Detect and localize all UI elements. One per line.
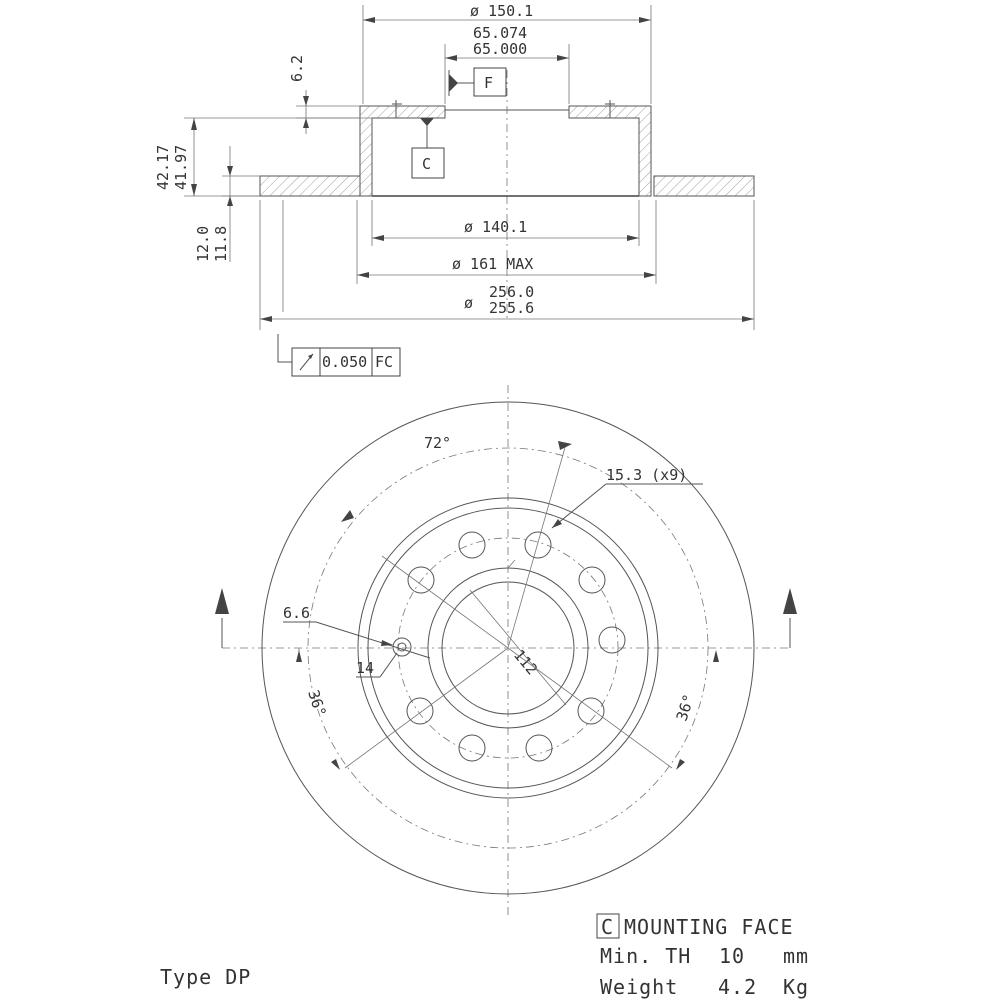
small-hole-offset: 14: [356, 659, 374, 677]
dim-dia-256-min: 255.6: [489, 299, 534, 317]
bolt-hole: [407, 566, 435, 594]
dim-disc-thick-min: 11.8: [212, 226, 230, 262]
locating-hole-inner: [397, 642, 407, 652]
note-weight-unit: Kg: [783, 975, 809, 999]
bolt-hole: [458, 734, 486, 762]
disc-right-ring: [653, 175, 755, 197]
datum-c-label: C: [422, 155, 431, 173]
dim-bore-min: 65.000: [473, 40, 527, 58]
dim-dia-256-max: 256.0: [489, 283, 534, 301]
dim-dia-161: ø 161 MAX: [452, 255, 533, 273]
tolerance-value: 0.050: [322, 353, 367, 371]
dim-dia-140: ø 140.1: [464, 218, 527, 236]
bolt-hole: [598, 626, 626, 654]
datum-c-box: [411, 147, 445, 179]
bolt-hole: [406, 697, 434, 725]
note-min-th-value: 10: [719, 944, 745, 968]
bolt-hole: [458, 531, 486, 559]
hat-outer-edge: [357, 497, 659, 799]
center-bore: [441, 581, 575, 715]
bolt-hole: [577, 697, 605, 725]
bolt-hole: [524, 531, 552, 559]
notes: C MOUNTING FACE Min. TH 10 mm Weight 4.2…: [160, 913, 809, 999]
tolerance-symbol-box: [291, 347, 321, 377]
angle-arc-circle: [307, 447, 709, 849]
note-mounting-face: MOUNTING FACE: [624, 915, 794, 939]
small-hole-dia: 6.6: [283, 604, 310, 622]
section-arrow-left: [215, 588, 229, 614]
tolerance-datum-box: [371, 347, 401, 377]
dim-hat-thickness: 6.2: [288, 55, 306, 82]
bolt-hole: [525, 734, 553, 762]
dim-height-max: 42.17: [154, 145, 172, 190]
pcd-112: 112: [510, 646, 541, 678]
tolerance-value-box: [319, 347, 373, 377]
datum-f-label: F: [484, 74, 493, 92]
dim-height-min: 41.97: [172, 145, 190, 190]
holes-label: 15.3 (x9): [606, 466, 687, 484]
note-min-th-label: Min. TH: [600, 944, 691, 968]
angle-right-36: 36°: [673, 692, 698, 723]
bolt-hole: [578, 566, 606, 594]
type-label: Type DP: [160, 965, 251, 989]
note-datum-letter: C: [601, 915, 614, 939]
angle-left-36: 36°: [304, 688, 329, 719]
disc-left-ring: [259, 175, 361, 197]
note-weight-value: 4.2: [718, 975, 757, 999]
note-min-th-unit: mm: [783, 944, 809, 968]
tolerance-datum: FC: [375, 353, 393, 371]
section-arrow-right: [783, 588, 797, 614]
front-view: 72° 15.3 (x9) 112 6.6 14 36° 36°: [215, 385, 797, 915]
datum-f-box: [473, 67, 507, 97]
locating-hole: [392, 637, 412, 657]
disc-outer-edge: [261, 401, 755, 895]
dim-dia-symbol: ø: [464, 294, 473, 312]
hat-inner-edge: [367, 507, 649, 789]
angle-72: 72°: [424, 434, 451, 452]
dim-bore-max: 65.074: [473, 24, 527, 42]
note-datum-box: [596, 913, 620, 939]
section-view: ø 150.1 65.074 65.000 F C 6.2 42.17: [154, 2, 755, 377]
note-weight-label: Weight: [600, 975, 678, 999]
dim-dia-150: ø 150.1: [470, 2, 533, 20]
dim-disc-thick-max: 12.0: [194, 226, 212, 262]
